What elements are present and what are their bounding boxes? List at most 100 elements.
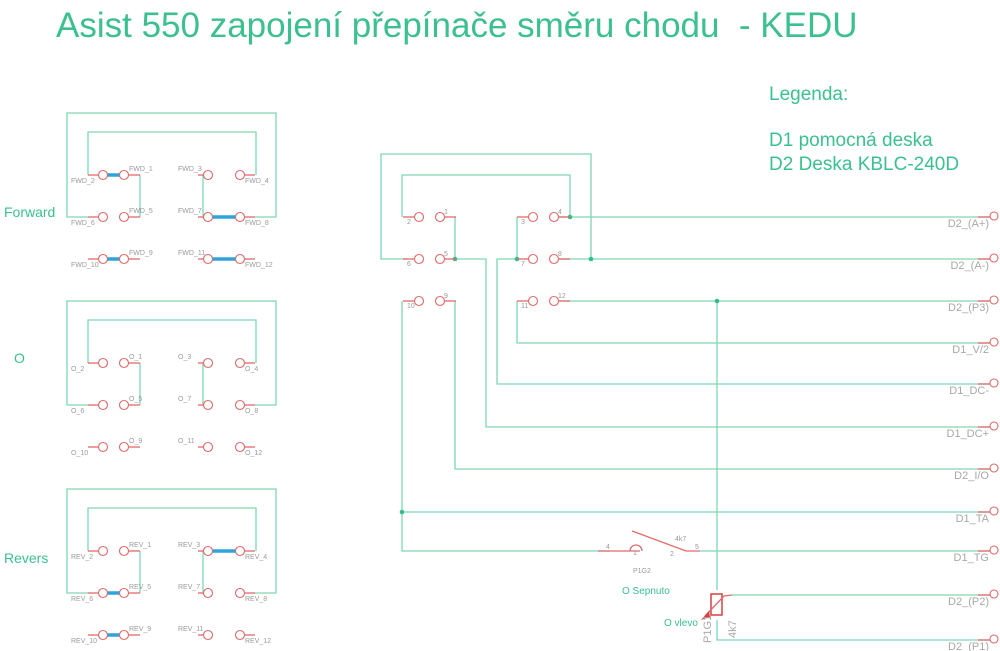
pin-pad [202,399,214,411]
pin-label: O_10 [71,450,88,457]
inner-wire [87,319,257,363]
terminal-label: D1_TA [956,513,990,525]
pin-label: O_4 [245,366,258,373]
pin-pad [548,295,560,307]
pin-pad [202,629,214,641]
junction-dot [399,509,405,515]
terminal-pad [989,211,999,221]
pin-label: REV_7 [178,584,200,591]
pot-wiper [704,594,733,617]
pin-label: REV_6 [71,596,93,603]
pin-number: 8 [558,251,562,258]
pin-label: FWD_10 [71,262,99,269]
terminal-pad [989,545,999,555]
pin-pad [527,211,539,223]
outer-wire [380,153,592,260]
pin-pad [202,545,214,557]
pin-number: 3 [521,219,525,226]
pin-pad [234,587,246,599]
terminal-label: D2_I/O [954,470,989,482]
terminal-label: D2_(A-) [950,260,989,272]
pin-pad [97,169,109,181]
pin-pad [202,169,214,181]
switch-contact [629,544,643,552]
pin-label: FWD_8 [245,220,269,227]
pin-label: O_12 [245,450,262,457]
pin-pad [413,295,425,307]
legend-item-d2: D2 Deska KBLC-240D [769,154,960,175]
outer-wire [66,300,277,406]
terminal-pad [989,634,999,644]
pin-pad [118,545,130,557]
switch-lever [631,530,700,552]
pin-label: REV_1 [129,542,151,549]
pin-pad [97,629,109,641]
pin-pad [434,211,446,223]
pin-pad [434,253,446,265]
pin-label: FWD_5 [129,208,153,215]
pin-pad [234,253,246,265]
pin-label: FWD_9 [129,250,153,257]
outer-wire [66,488,277,594]
potentiometer-body [710,593,723,616]
pin-pad [97,587,109,599]
pin-pad [118,357,130,369]
pot-value: 4k7 [727,620,739,638]
inner-wire [87,131,257,175]
pin-pad [97,253,109,265]
pin-label: REV_9 [129,626,151,633]
pin-label: REV_5 [129,584,151,591]
pin-pad [97,399,109,411]
switch-note: O Sepnuto [622,586,670,597]
terminal-pad [989,253,999,263]
pin-label: FWD_12 [245,262,273,269]
pin-pad [527,295,539,307]
terminal-pad [989,378,999,388]
pin-pad [234,169,246,181]
pin-label: O_6 [71,408,84,415]
junction-dot [588,256,594,262]
pin-number: 12 [558,293,566,300]
terminal-label: D1_DC+ [947,428,990,440]
pin-label: O_7 [178,396,191,403]
pin-pad [202,587,214,599]
pin-pad [413,211,425,223]
wire-d1-tg [401,301,610,552]
wire-d1-dcplus [455,258,990,428]
pin-pad [118,629,130,641]
pin-label: O_3 [178,354,191,361]
terminal-pad [989,463,999,473]
terminal-label: D2_(P2) [948,596,989,608]
pin-pad [118,587,130,599]
pin-pad [118,441,130,453]
pin-number: 4 [558,209,562,216]
wire-d2-io [454,301,990,470]
pin-pad [234,441,246,453]
pin-number: 5 [444,251,448,258]
pin-pad [234,545,246,557]
pin-label: O_5 [129,396,142,403]
block-label-o: O [14,350,25,366]
block-label-revers: Revers [4,550,49,566]
pin-label: FWD_6 [71,220,95,227]
pin-pad [434,295,446,307]
pin-pad [97,441,109,453]
pin-label: REV_11 [178,626,204,633]
terminal-label: D1_TG [954,552,989,564]
terminal-pad [989,506,999,516]
outer-wire [66,112,277,218]
pin-label: REV_3 [178,542,200,549]
pin-number: 9 [444,293,448,300]
legend-heading: Legenda: [769,84,849,105]
wire-d2-p1 [716,620,990,641]
pin-number: 11 [521,303,528,310]
terminal-label: D2_(A+) [948,218,989,230]
pin-label: FWD_4 [245,178,269,185]
pin-pad [118,169,130,181]
pin-label: FWD_7 [178,208,202,215]
pin-pad [97,545,109,557]
switch-pin-2: 2 [670,551,674,558]
pin-pad [202,211,214,223]
inner-wire [87,507,257,551]
pin-pad [548,211,560,223]
